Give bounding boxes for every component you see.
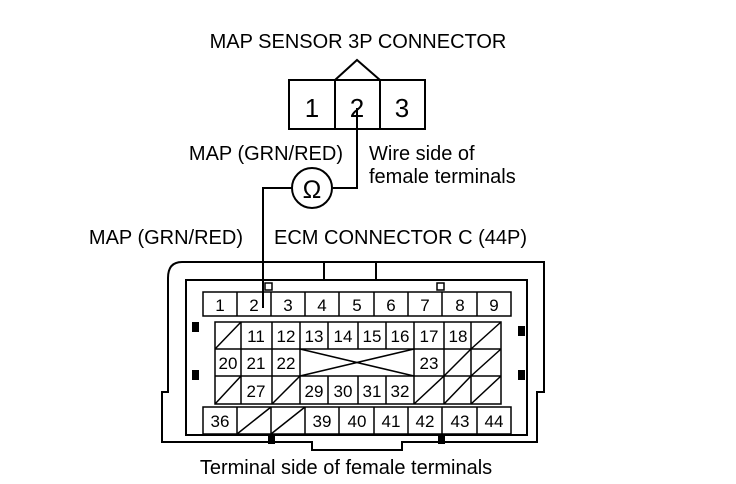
- ecm-terminal-4: 4: [317, 296, 326, 315]
- ohmmeter-probe-wiring: Ω: [262, 108, 358, 308]
- map-connector-title: MAP SENSOR 3P CONNECTOR: [210, 31, 507, 53]
- ecm-terminal-41: 41: [382, 412, 401, 431]
- map-wire-label-lower: MAP (GRN/RED): [89, 227, 243, 249]
- ecm-terminal-3: 3: [283, 296, 292, 315]
- ecm-terminal-16: 16: [391, 327, 410, 346]
- ecm-terminal-20: 20: [219, 354, 238, 373]
- ohm-symbol: Ω: [303, 176, 322, 204]
- probe-lead-ecm: [262, 187, 292, 308]
- ecm-terminal-42: 42: [416, 412, 435, 431]
- ecm-terminal-8: 8: [455, 296, 464, 315]
- ecm-terminal-7: 7: [420, 296, 429, 315]
- terminal-grid: 1 2 3 4 5 6 7 8 9 11 12 13 14 15 16 17 1…: [202, 291, 512, 435]
- probe-lead-map: [333, 108, 358, 189]
- map-wire-label-upper: MAP (GRN/RED): [189, 143, 343, 165]
- ecm-terminal-13: 13: [305, 327, 324, 346]
- ecm-terminal-29: 29: [305, 382, 324, 401]
- ecm-terminal-18: 18: [449, 327, 468, 346]
- ecm-terminal-23: 23: [420, 354, 439, 373]
- wire-side-label-line2: female terminals: [369, 166, 516, 188]
- ecm-terminal-36: 36: [211, 412, 230, 431]
- ecm-terminal-43: 43: [451, 412, 470, 431]
- ecm-terminal-22: 22: [277, 354, 296, 373]
- ecm-terminal-27: 27: [247, 382, 266, 401]
- map-pin-3: 3: [395, 93, 409, 123]
- ecm-terminal-1: 1: [215, 296, 224, 315]
- ecm-terminal-5: 5: [352, 296, 361, 315]
- ecm-connector-inner-wall: [185, 279, 528, 436]
- ecm-terminal-6: 6: [386, 296, 395, 315]
- ecm-terminal-40: 40: [348, 412, 367, 431]
- ecm-terminal-39: 39: [313, 412, 332, 431]
- ecm-terminal-11: 11: [247, 327, 265, 346]
- ecm-connector: 1 2 3 4 5 6 7 8 9 11 12 13 14 15 16 17 1…: [161, 261, 545, 451]
- map-pin-1: 1: [305, 93, 319, 123]
- ecm-connector-title: ECM CONNECTOR C (44P): [274, 227, 527, 249]
- ecm-terminal-21: 21: [247, 354, 266, 373]
- wire-side-label-line1: Wire side of: [369, 143, 475, 165]
- connector-latch: [334, 58, 381, 81]
- ecm-terminal-30: 30: [334, 382, 353, 401]
- ecm-terminal-44: 44: [485, 412, 504, 431]
- ecm-terminal-31: 31: [363, 382, 382, 401]
- ecm-terminal-32: 32: [391, 382, 410, 401]
- terminal-side-label: Terminal side of female terminals: [200, 457, 492, 479]
- ecm-terminal-14: 14: [334, 327, 353, 346]
- ecm-lock-tab: [323, 261, 377, 281]
- ecm-terminal-15: 15: [363, 327, 382, 346]
- ecm-terminal-12: 12: [277, 327, 296, 346]
- ecm-connector-housing: [161, 261, 545, 451]
- ecm-terminal-2: 2: [249, 296, 258, 315]
- ecm-terminal-17: 17: [420, 327, 439, 346]
- ecm-terminal-9: 9: [489, 296, 498, 315]
